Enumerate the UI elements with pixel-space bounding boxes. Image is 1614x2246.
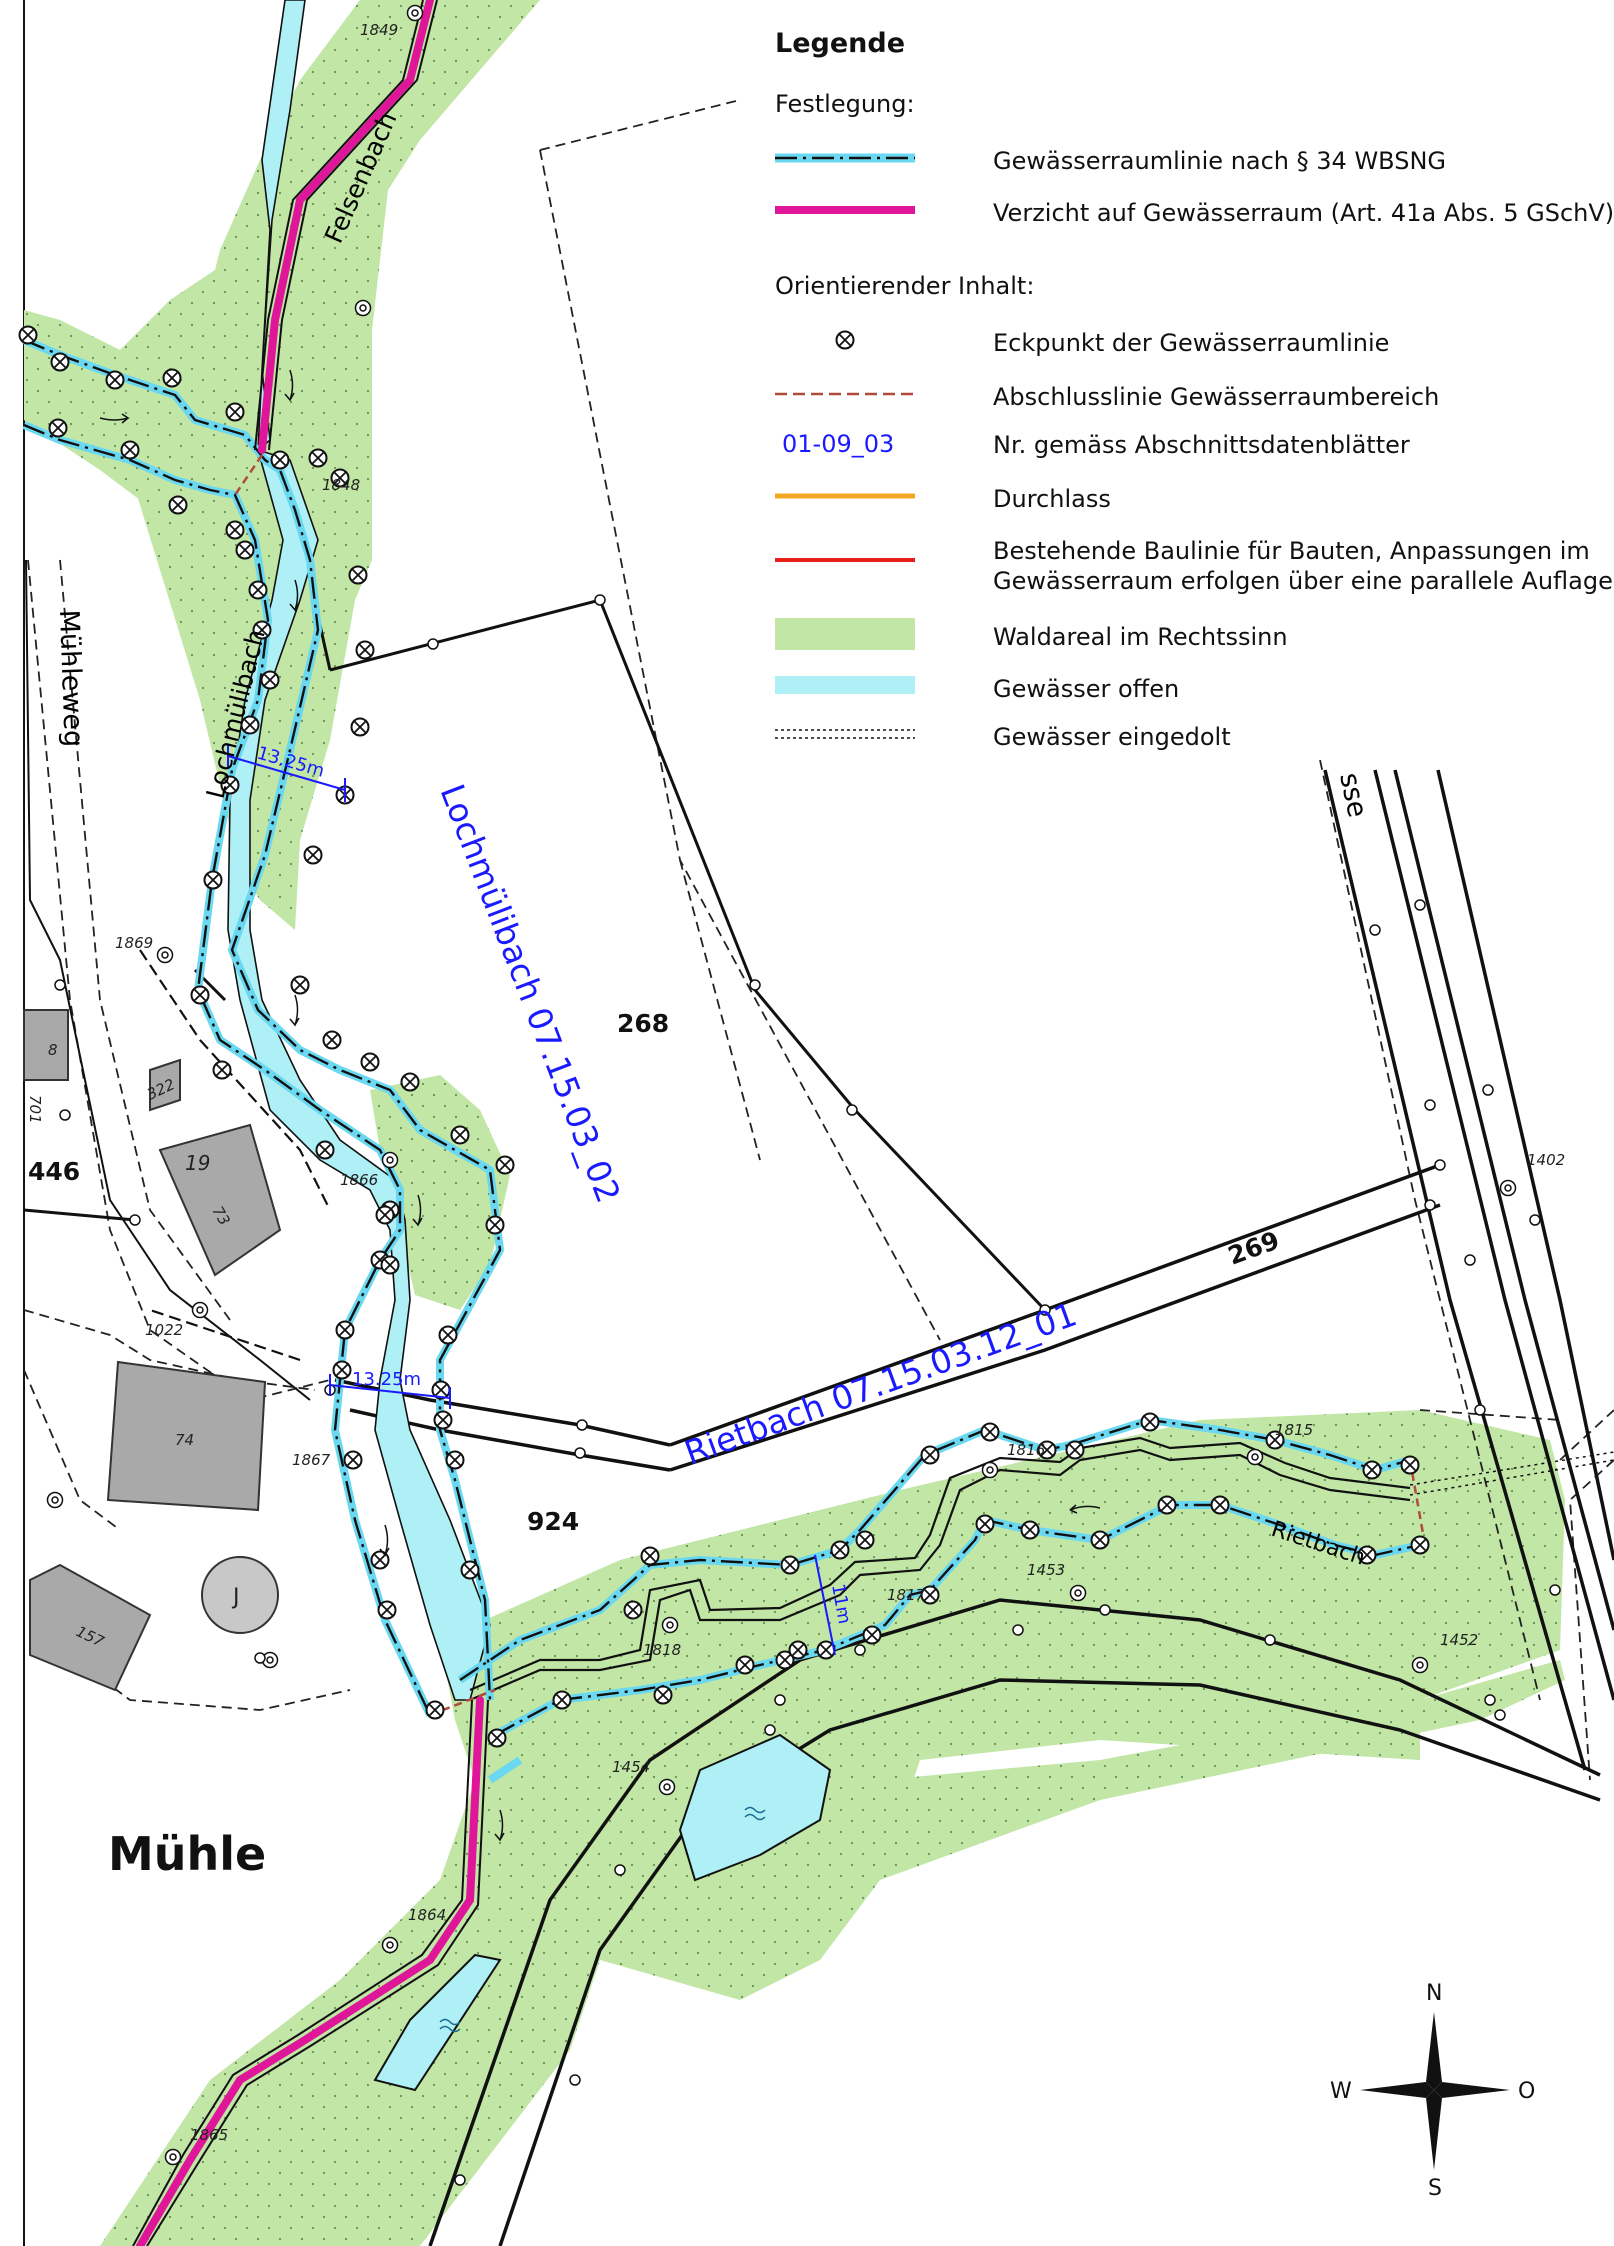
building-label-701: 701 bbox=[26, 1095, 44, 1124]
muehleweg-road bbox=[25, 559, 311, 1401]
label-place-muehle: Mühle bbox=[108, 1827, 266, 1881]
legend-row-verzicht: Verzicht auf Gewässerraum (Art. 41a Abs.… bbox=[775, 192, 1614, 232]
point-label-1864: 1864 bbox=[408, 1906, 446, 1924]
dimension-label-2: 13.25m bbox=[352, 1369, 421, 1390]
compass-s: S bbox=[1428, 2176, 1442, 2201]
point-label-1815: 1815 bbox=[1275, 1421, 1313, 1439]
point-label-1453: 1453 bbox=[1027, 1561, 1065, 1579]
buildings bbox=[23, 1009, 282, 1692]
legend-symbol-waldareal bbox=[775, 618, 915, 650]
label-muehleweg: Mühleweg bbox=[53, 609, 89, 747]
point-label-1022: 1022 bbox=[145, 1321, 183, 1339]
dimension-lines bbox=[227, 745, 836, 1656]
building-label-74: 74 bbox=[175, 1431, 194, 1449]
pond-wave-marks bbox=[439, 1806, 766, 2033]
compass-rose: N S W O bbox=[1330, 1981, 1535, 2201]
point-label-1816: 1816 bbox=[1007, 1441, 1045, 1459]
legend-symbol-eckpunkt bbox=[835, 330, 855, 350]
point-label-1848: 1848 bbox=[322, 476, 360, 494]
legend-text-eckpunkt: Eckpunkt der Gewässerraumlinie bbox=[993, 329, 1390, 357]
legend-text-baulinie-1: Bestehende Baulinie für Bauten, Anpassun… bbox=[993, 537, 1590, 565]
parcel-label-268: 268 bbox=[617, 1009, 669, 1038]
legend-symbol-abschnittsnummer: 01-09_03 bbox=[782, 430, 895, 458]
legend-panel: Legende Festlegung: Gewässerraumlinie na… bbox=[740, 0, 1614, 760]
legend-row-abschlusslinie: Abschlusslinie Gewässerraumbereich bbox=[775, 376, 1605, 416]
forest-area-south bbox=[100, 1410, 1565, 2246]
compass-n: N bbox=[1426, 1981, 1442, 2006]
legend-symbol-gewaesserraumlinie bbox=[775, 153, 915, 163]
point-label-1869: 1869 bbox=[115, 934, 153, 952]
legend-text-waldareal: Waldareal im Rechtssinn bbox=[993, 623, 1288, 651]
legend-row-gewaesserraumlinie: Gewässerraumlinie nach § 34 WBSNG bbox=[775, 140, 1605, 180]
legend-text-gewaesser-eingedolt: Gewässer eingedolt bbox=[993, 723, 1231, 751]
legend-symbol-durchlass bbox=[775, 493, 915, 499]
pond-west bbox=[373, 1953, 502, 2092]
point-label-1866: 1866 bbox=[340, 1171, 378, 1189]
legend-title: Legende bbox=[775, 28, 906, 59]
legend-text-gewaesserraumlinie: Gewässerraumlinie nach § 34 WBSNG bbox=[993, 147, 1446, 175]
point-label-1817: 1817 bbox=[887, 1586, 926, 1604]
legend-row-gewaesser-offen: Gewässer offen bbox=[775, 668, 1605, 708]
legend-row-abschnittsnummer: 01-09_03 Nr. gemäss Abschnittsdatenblätt… bbox=[775, 424, 1605, 464]
point-label-1865: 1865 bbox=[190, 2126, 228, 2144]
building-j bbox=[201, 1556, 279, 1634]
verzicht-gewaesserraum-lines bbox=[136, 0, 484, 2246]
compass-w: W bbox=[1330, 2079, 1352, 2104]
point-label-1867: 1867 bbox=[292, 1451, 331, 1469]
legend-row-durchlass: Durchlass bbox=[775, 478, 1605, 518]
legend-text-verzicht: Verzicht auf Gewässerraum (Art. 41a Abs.… bbox=[993, 199, 1614, 227]
legend-text-abschnittsnummer: Nr. gemäss Abschnittsdatenblätter bbox=[993, 431, 1410, 459]
parcel-label-924: 924 bbox=[527, 1507, 579, 1536]
point-label-1402: 1402 bbox=[1527, 1151, 1565, 1169]
legend-text-baulinie-2: Gewässerraum erfolgen über eine parallel… bbox=[993, 567, 1613, 595]
label-road-partial: sse bbox=[1333, 770, 1373, 820]
pond-east bbox=[678, 1733, 832, 1882]
abschlusslinien bbox=[233, 454, 1427, 1717]
building-label-8: 8 bbox=[48, 1041, 58, 1059]
building-label-19: 19 bbox=[185, 1151, 210, 1175]
building-label-j: J bbox=[231, 1585, 240, 1610]
legend-symbol-verzicht bbox=[775, 206, 915, 214]
flow-arrows bbox=[99, 369, 1101, 1842]
legend-symbol-baulinie bbox=[775, 558, 915, 562]
legend-text-gewaesser-offen: Gewässer offen bbox=[993, 675, 1180, 703]
legend-row-baulinie: Bestehende Baulinie für Bauten, Anpassun… bbox=[775, 530, 1613, 600]
legend-section-orient: Orientierender Inhalt: bbox=[775, 272, 1035, 300]
legend-symbol-gewaesser-eingedolt bbox=[775, 729, 915, 739]
verzicht-outline bbox=[132, 0, 489, 2246]
muehleweg-road-edge bbox=[139, 949, 331, 1362]
roads bbox=[334, 769, 1614, 2246]
legend-row-eckpunkt: Eckpunkt der Gewässerraumlinie bbox=[775, 322, 1605, 362]
point-label-1454: 1454 bbox=[612, 1758, 650, 1776]
point-label-1818: 1818 bbox=[643, 1641, 681, 1659]
boundary-points bbox=[54, 594, 1561, 2186]
legend-row-gewaesser-eingedolt: Gewässer eingedolt bbox=[775, 716, 1605, 756]
rietbach-piped-channel bbox=[469, 1436, 1411, 1702]
forest-area-south-right bbox=[880, 1660, 1565, 1880]
legend-text-abschlusslinie: Abschlusslinie Gewässerraumbereich bbox=[993, 383, 1440, 411]
legend-symbol-abschlusslinie bbox=[775, 392, 915, 396]
point-label-1849: 1849 bbox=[360, 21, 398, 39]
parcel-label-446: 446 bbox=[28, 1157, 80, 1186]
point-label-1452: 1452 bbox=[1440, 1631, 1478, 1649]
parcel-label-269: 269 bbox=[1224, 1226, 1283, 1271]
point-number-labels: 1849 1848 1869 1866 1022 1867 1818 1817 … bbox=[115, 21, 1565, 2144]
gewaesserraumlinien bbox=[24, 340, 1420, 1784]
legend-section-fixed: Festlegung: bbox=[775, 90, 915, 118]
building-labels: 8 701 322 19 73 74 157 J bbox=[26, 1041, 240, 1651]
legend-row-waldareal: Waldareal im Rechtssinn bbox=[775, 616, 1605, 656]
compass-o: O bbox=[1518, 2079, 1535, 2104]
legend-symbol-gewaesser-offen bbox=[775, 676, 915, 694]
legend-text-durchlass: Durchlass bbox=[993, 485, 1111, 513]
